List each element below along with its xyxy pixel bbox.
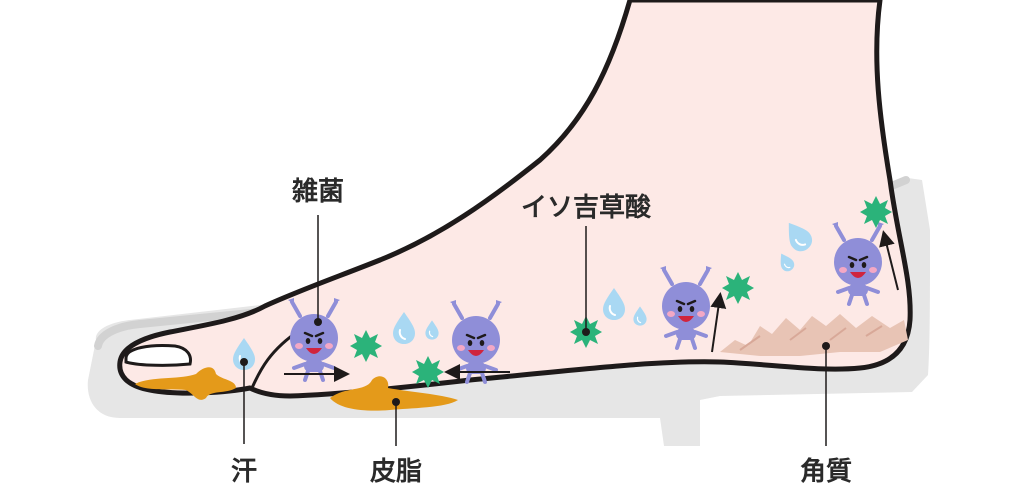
- keratin-flakes: [720, 314, 908, 356]
- sebum-blob-icon: [330, 376, 458, 411]
- arrow-icon: [879, 230, 899, 291]
- arrow-icon: [710, 292, 727, 353]
- leader-isovaleric-acid: [582, 226, 590, 336]
- gas-particle-icon: [722, 272, 754, 304]
- keratin-texture: [739, 325, 883, 351]
- label-germs: 雑菌: [291, 176, 344, 207]
- leader-germs: [314, 215, 322, 326]
- heel-block: [664, 396, 700, 446]
- label-isovaleric-acid: イソ吉草酸: [521, 193, 652, 223]
- gas-particle-icon: [860, 196, 892, 228]
- leader-sweat: [240, 358, 248, 444]
- leader-keratin: [822, 342, 830, 446]
- leader-sebum: [392, 398, 400, 446]
- gas-particle-icon: [350, 330, 382, 362]
- gas-particle-icon: [412, 356, 444, 388]
- label-sebum: 皮脂: [370, 457, 422, 487]
- toenail: [124, 344, 192, 367]
- label-keratin: 角質: [800, 456, 852, 487]
- label-sweat: 汗: [231, 457, 257, 487]
- sebum-blob-icon: [135, 367, 236, 400]
